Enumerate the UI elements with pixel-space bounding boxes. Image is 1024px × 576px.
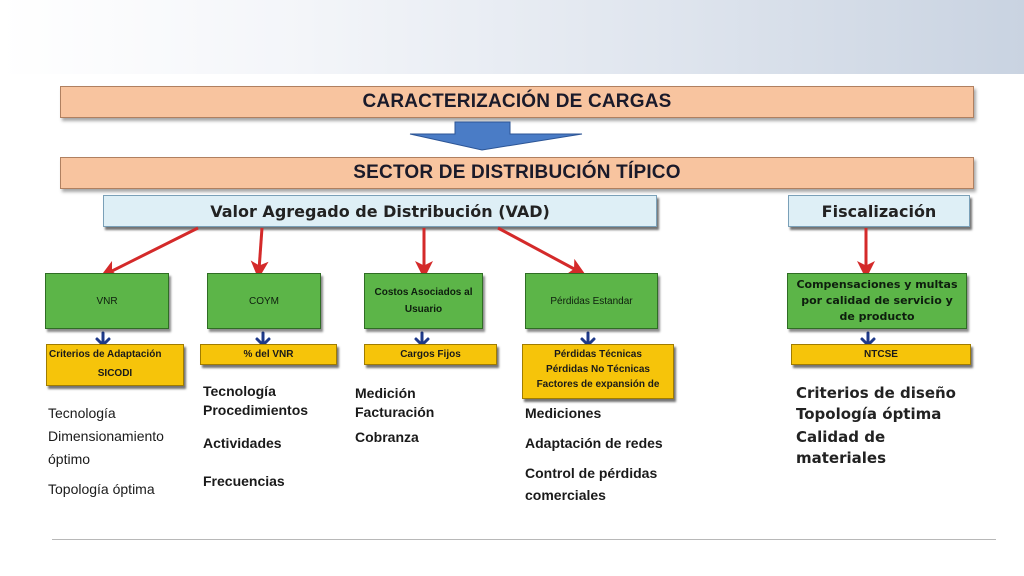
cargos-fijos-tag: Cargos Fijos [364, 344, 497, 365]
compensaciones-label-line: de producto [839, 310, 915, 323]
list-item: Criterios de diseño [796, 384, 956, 402]
vad-label: Valor Agregado de Distribución (VAD) [210, 201, 550, 221]
list-item: Control de pérdidas [525, 465, 658, 481]
arrow-vad-to-coym [250, 227, 269, 279]
perdidas-items: Mediciones Adaptación de redes Control d… [525, 402, 663, 506]
list-item: Actividades [203, 435, 282, 451]
criterios-tag-line: Criterios de Adaptación [49, 349, 162, 360]
header-background [0, 0, 1024, 74]
vnr-box: VNR [45, 273, 169, 329]
criterios-tag-line: SICODI [97, 368, 133, 379]
perdidas-tag: Pérdidas Técnicas Pérdidas No Técnicas F… [522, 344, 674, 399]
list-item: Calidad de [796, 428, 886, 446]
list-item: Facturación [355, 404, 435, 420]
list-item: materiales [796, 449, 886, 467]
perdidas-tag-line: Pérdidas No Técnicas [546, 364, 650, 375]
list-item: Medición [355, 385, 416, 401]
vad-box: Valor Agregado de Distribución (VAD) [103, 195, 657, 227]
costos-label-line: Costos Asociados al [374, 287, 473, 298]
subtitle-banner: SECTOR DE DISTRIBUCIÓN TÍPICO [60, 157, 974, 189]
compensaciones-label-line: por calidad de servicio y [801, 294, 953, 307]
list-item: Tecnología [203, 383, 276, 399]
compensaciones-label-line: Compensaciones y multas [796, 278, 958, 291]
list-item: comerciales [525, 487, 606, 503]
arrow-vad-to-perdidas [497, 226, 586, 276]
list-item: Cobranza [355, 429, 419, 445]
vnr-label: VNR [96, 295, 118, 307]
list-item: Procedimientos [203, 402, 309, 418]
main-title-banner: CARACTERIZACIÓN DE CARGAS [60, 86, 974, 118]
down-arrow-main [409, 121, 583, 151]
coym-items: Tecnología Procedimientos Actividades Fr… [203, 382, 308, 491]
vnr-percent-tag: % del VNR [200, 344, 337, 365]
perdidas-estandar-box: Pérdidas Estandar [525, 273, 658, 329]
ntcse-tag-line: NTCSE [864, 349, 898, 360]
list-item: Tecnología [48, 405, 116, 421]
costos-items: Medición Facturación Cobranza [355, 384, 434, 447]
ntcse-tag: NTCSE [791, 344, 971, 365]
costos-usuario-box: Costos Asociados al Usuario [364, 273, 483, 329]
fiscalizacion-box: Fiscalización [788, 195, 970, 227]
list-item: óptimo [48, 451, 91, 467]
main-title: CARACTERIZACIÓN DE CARGAS [362, 91, 672, 112]
coym-box: COYM [207, 273, 321, 329]
list-item: Dimensionamiento [48, 428, 164, 444]
cargos-fijos-tag-line: Cargos Fijos [400, 349, 461, 360]
list-item: Frecuencias [203, 473, 285, 489]
subtitle: SECTOR DE DISTRIBUCIÓN TÍPICO [353, 162, 681, 183]
coym-label: COYM [249, 295, 279, 307]
footer-divider [52, 539, 996, 540]
list-item: Topología óptima [48, 481, 155, 497]
arrow-vad-to-vnr [99, 226, 199, 278]
vnr-items: Tecnología Dimensionamiento óptimo Topol… [48, 402, 164, 501]
compensaciones-box: Compensaciones y multas por calidad de s… [787, 273, 967, 329]
list-item: Mediciones [525, 405, 602, 421]
criterios-tag: Criterios de Adaptación SICODI [46, 344, 184, 386]
perdidas-tag-line: Factores de expansión de [536, 379, 660, 390]
list-item: Topología óptima [796, 405, 942, 423]
compensaciones-items: Criterios de diseño Topología óptima Cal… [796, 383, 956, 469]
perdidas-tag-line: Pérdidas Técnicas [554, 349, 642, 360]
perdidas-estandar-label: Pérdidas Estandar [550, 295, 633, 307]
fiscalizacion-label: Fiscalización [821, 201, 937, 221]
vnr-percent-tag-line: % del VNR [243, 349, 294, 360]
costos-label-line: Usuario [404, 304, 443, 315]
list-item: Adaptación de redes [525, 435, 663, 451]
